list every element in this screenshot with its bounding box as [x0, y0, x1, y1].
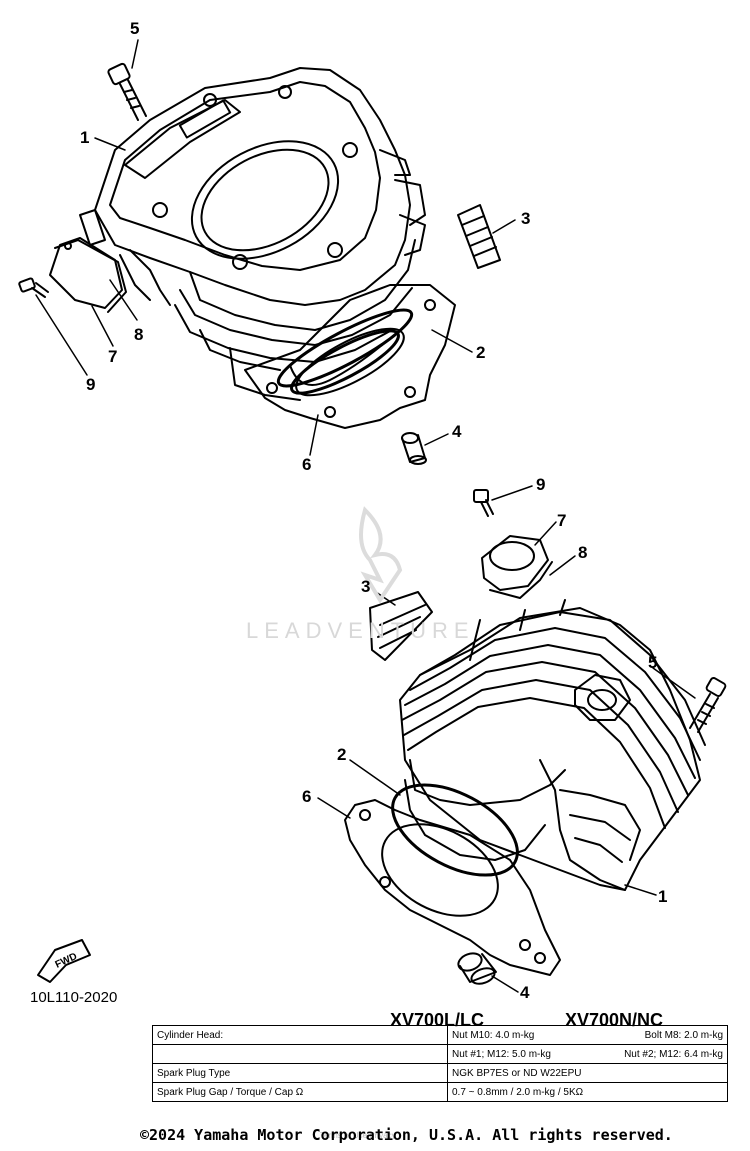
bottom-o-ring — [391, 783, 519, 877]
spec-label: Cylinder Head: — [152, 1025, 448, 1045]
top-screw — [18, 277, 49, 298]
spec-row: Nut #1; M12: 5.0 m-kg Nut #2; M12: 6.4 m-… — [152, 1044, 728, 1064]
spec-row: Spark Plug Gap / Torque / Cap Ω 0.7 ~ 0.… — [152, 1082, 728, 1102]
bottom-dowel — [457, 952, 497, 985]
spec-value: 0.7 ~ 0.8mm / 2.0 m-kg / 5KΩ — [447, 1082, 728, 1102]
bottom-bolt — [689, 677, 727, 733]
top-base-gasket — [244, 284, 456, 429]
callout-9-top: 9 — [86, 375, 95, 394]
spec-value-a: Nut #1; M12: 5.0 m-kg — [452, 1048, 551, 1060]
top-cover — [49, 237, 127, 313]
top-dowel — [401, 432, 427, 465]
top-bolt — [107, 62, 147, 121]
top-spring-pin — [457, 204, 501, 269]
callout-5-top: 5 — [130, 19, 139, 38]
spec-value: Nut M10: 4.0 m-kg Bolt M8: 2.0 m-kg — [447, 1025, 728, 1045]
callout-4-top: 4 — [452, 422, 462, 441]
spec-value-a: NGK BP7ES or ND W22EPU — [452, 1067, 582, 1079]
fwd-label: FWD — [54, 951, 79, 971]
callout-4-bottom: 4 — [520, 983, 530, 1002]
callout-7-bottom: 7 — [557, 511, 566, 530]
callout-3-bottom: 3 — [361, 577, 370, 596]
spec-label: Spark Plug Gap / Torque / Cap Ω — [152, 1082, 448, 1102]
top-o-ring — [276, 308, 414, 388]
callout-7-top: 7 — [108, 347, 117, 366]
spec-value-a: 0.7 ~ 0.8mm / 2.0 m-kg / 5KΩ — [452, 1086, 584, 1098]
spec-value-b: Nut #2; M12: 6.4 m-kg — [624, 1048, 723, 1060]
copyright-notice: ©2024 Yamaha Motor Corporation, U.S.A. A… — [140, 1126, 673, 1144]
spec-row: Spark Plug Type NGK BP7ES or ND W22EPU — [152, 1063, 728, 1083]
fwd-arrow-icon — [37, 939, 91, 983]
callout-5-bottom: 5 — [648, 653, 657, 672]
bottom-spring-pin — [369, 591, 433, 661]
callout-2-top: 2 — [476, 343, 485, 362]
spec-label — [152, 1044, 448, 1064]
bottom-base-gasket — [344, 799, 561, 976]
top-cylinder — [79, 67, 426, 401]
callout-2-bottom: 2 — [337, 745, 346, 764]
spec-value: Nut #1; M12: 5.0 m-kg Nut #2; M12: 6.4 m-… — [447, 1044, 728, 1064]
callout-3-top: 3 — [521, 209, 530, 228]
bottom-cylinder — [399, 599, 706, 891]
spec-table: Cylinder Head: Nut M10: 4.0 m-kg Bolt M8:… — [152, 1025, 728, 1102]
callout-1-top: 1 — [80, 128, 89, 147]
watermark-text: LEADVENTURE — [246, 618, 475, 643]
callout-8-top: 8 — [134, 325, 143, 344]
callout-8-bottom: 8 — [578, 543, 587, 562]
part-code: 10L110-2020 — [30, 989, 118, 1006]
callout-1-bottom: 1 — [658, 887, 667, 906]
watermark-logo — [359, 506, 403, 604]
callout-9-bottom: 9 — [536, 475, 545, 494]
spec-value-a: Nut M10: 4.0 m-kg — [452, 1029, 535, 1041]
bottom-cover — [481, 535, 553, 599]
bottom-screw — [473, 489, 494, 517]
footer-links-ghost: Terms of Use Privacy — [320, 1131, 396, 1140]
spec-label: Spark Plug Type — [152, 1063, 448, 1083]
callout-6-top: 6 — [302, 455, 311, 474]
spec-value-b: Bolt M8: 2.0 m-kg — [644, 1029, 723, 1041]
callout-6-bottom: 6 — [302, 787, 311, 806]
spec-row: Cylinder Head: Nut M10: 4.0 m-kg Bolt M8:… — [152, 1025, 728, 1045]
spec-value: NGK BP7ES or ND W22EPU — [447, 1063, 728, 1083]
